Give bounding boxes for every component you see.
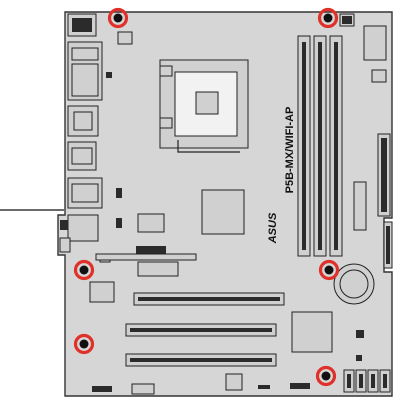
small-components xyxy=(92,13,387,395)
cpu-socket xyxy=(159,59,249,153)
mount-hole-3 xyxy=(73,259,95,281)
cmos-battery xyxy=(333,263,375,305)
pcie-x16-slot xyxy=(95,253,197,261)
floppy-connector xyxy=(353,181,367,231)
mount-hole-4 xyxy=(318,259,340,281)
brand-logo: ASUS xyxy=(267,212,279,244)
mount-hole-1 xyxy=(107,7,129,29)
mount-hole-5 xyxy=(73,333,95,355)
southbridge-chip xyxy=(291,311,333,353)
mount-hole-2 xyxy=(317,7,339,29)
expansion-slots xyxy=(125,292,285,367)
ide-connector xyxy=(383,221,393,269)
mount-hole-6 xyxy=(315,365,337,387)
sata-connectors xyxy=(343,369,391,393)
rear-io-ports xyxy=(59,13,103,253)
audio-chip xyxy=(89,281,115,303)
chip-medium xyxy=(137,261,179,277)
northbridge-chip xyxy=(201,189,245,235)
chip-small xyxy=(137,213,165,233)
pcie-x1-slot xyxy=(136,246,166,254)
memory-slots xyxy=(297,35,343,257)
model-label: P5B-MX/WIFI-AP xyxy=(284,107,296,194)
atx-power-connector xyxy=(377,133,391,217)
